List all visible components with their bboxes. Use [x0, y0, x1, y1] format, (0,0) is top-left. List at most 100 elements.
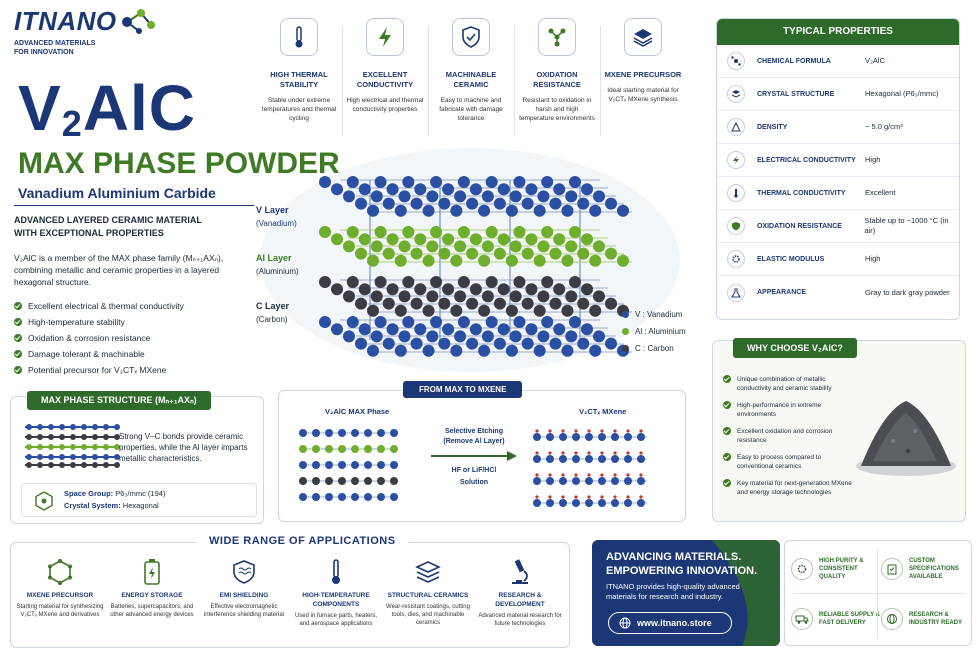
check-icon: [14, 334, 22, 342]
banner-description: ITNANO provides high-quality advanced ma…: [606, 582, 740, 601]
layer-illustration: [25, 424, 120, 468]
panel-header: WIDE RANGE OF APPLICATIONS: [197, 535, 408, 547]
check-icon: [14, 302, 22, 310]
max-phase-illustration: [299, 429, 398, 501]
legend-item: Al : Aluminium: [622, 323, 686, 340]
legend-item: C : Carbon: [622, 340, 686, 357]
max-phase-label: V₂AlC MAX Phase: [325, 407, 390, 416]
shield-icon: [727, 217, 745, 235]
badge-supply: RELIABLE SUPPLY & FAST DELIVERY: [791, 595, 883, 643]
check-icon: [14, 318, 22, 326]
mxene-label: V₂CTₓ MXene: [579, 407, 627, 416]
website-link[interactable]: www.itnano.store: [608, 612, 732, 634]
check-icon: [723, 479, 731, 487]
molecule-icon: [727, 52, 745, 70]
material-name: Vanadium Aluminium Carbide: [18, 185, 216, 201]
shield-icon: [452, 18, 490, 56]
waves-icon: [229, 557, 259, 587]
structure-description: Strong V–C bonds provide ceramic propert…: [119, 432, 248, 463]
microscope-icon: [505, 557, 535, 587]
list-item: Excellent electrical & thermal conductiv…: [14, 298, 254, 314]
crystal-structure-illustration: [260, 148, 680, 372]
benefit-list: Excellent electrical & thermal conductiv…: [14, 298, 254, 378]
list-item: Key material for next-generation MXene a…: [723, 479, 853, 497]
why-list: Unique combination of metallic conductiv…: [723, 375, 853, 505]
banner-headline: ADVANCING MATERIALS.EMPOWERING INNOVATIO…: [606, 551, 758, 577]
label-v-layer: V Layer(Vanadium): [256, 205, 297, 228]
layers-icon: [413, 557, 443, 587]
advancing-banner: ADVANCING MATERIALS.EMPOWERING INNOVATIO…: [592, 540, 780, 646]
check-icon: [723, 453, 731, 461]
list-item: High-performance in extreme environments: [723, 401, 853, 419]
globe-icon: [619, 617, 631, 629]
truck-icon: [791, 608, 813, 630]
why-choose-panel: WHY CHOOSE V₂AlC? Unique combination of …: [712, 338, 966, 522]
label-al-layer: Al Layer(Aluminium): [256, 253, 299, 276]
list-item: Damage tolerant & machinable: [14, 346, 254, 362]
lightning-icon: [366, 18, 404, 56]
badge-custom: CUSTOM SPECIFICATIONS AVAILABLE: [881, 545, 973, 593]
layers-icon: [727, 85, 745, 103]
clipboard-icon: [881, 558, 903, 580]
brand-tagline-1: ADVANCED MATERIALS: [14, 40, 96, 47]
thermometer-icon: [321, 557, 351, 587]
mxene-illustration: [533, 429, 647, 507]
check-icon: [14, 366, 22, 374]
badges-panel: HIGH PURITY & CONSISTENT QUALITY CUSTOM …: [784, 540, 972, 646]
brand-tagline-2: FOR INNOVATION: [14, 49, 74, 56]
hexagon-icon: [35, 491, 53, 511]
brand-name: ITNANO: [14, 6, 117, 36]
label-c-layer: C Layer(Carbon): [256, 301, 290, 324]
badge-research: RESEARCH & INDUSTRY READY: [881, 595, 973, 643]
element-legend: V : Vanadium Al : Aluminium C : Carbon: [622, 306, 686, 357]
property-row: DENSITY~ 5.0 g/cm³: [717, 111, 959, 144]
panel-header: MAX PHASE STRUCTURE (Mₙ₊₁AXₙ): [27, 391, 211, 410]
check-icon: [14, 350, 22, 358]
flask-icon: [727, 283, 745, 302]
panel-header: WHY CHOOSE V₂AlC?: [733, 338, 857, 358]
thermometer-icon: [727, 184, 745, 202]
page-subtitle: MAX PHASE POWDER: [18, 147, 340, 180]
space-group-box: Space Group: P6₃/mmc (194) Crystal Syste…: [21, 483, 257, 517]
arrow-right-icon: [431, 451, 517, 461]
applications-panel: WIDE RANGE OF APPLICATIONS MXENE PRECURS…: [10, 535, 570, 648]
battery-icon: [137, 557, 167, 587]
check-icon: [723, 427, 731, 435]
check-icon: [723, 375, 731, 383]
badge-purity: HIGH PURITY & CONSISTENT QUALITY: [791, 545, 883, 593]
molecule-logo-icon: [121, 8, 155, 34]
divider: [14, 205, 254, 206]
layers-icon: [624, 18, 662, 56]
triangle-icon: [727, 118, 745, 136]
lightning-icon: [727, 151, 745, 169]
list-item: Potential precursor for V₂CTₓ MXene: [14, 362, 254, 378]
list-item: High-temperature stability: [14, 314, 254, 330]
list-item: Unique combination of metallic conductiv…: [723, 375, 853, 393]
thermometer-icon: [280, 18, 318, 56]
check-icon: [723, 401, 731, 409]
page-title: V2AlC: [18, 72, 196, 144]
list-item: Oxidation & corrosion resistance: [14, 330, 254, 346]
etching-step: Selective Etching(Remove Al Layer): [443, 428, 505, 445]
